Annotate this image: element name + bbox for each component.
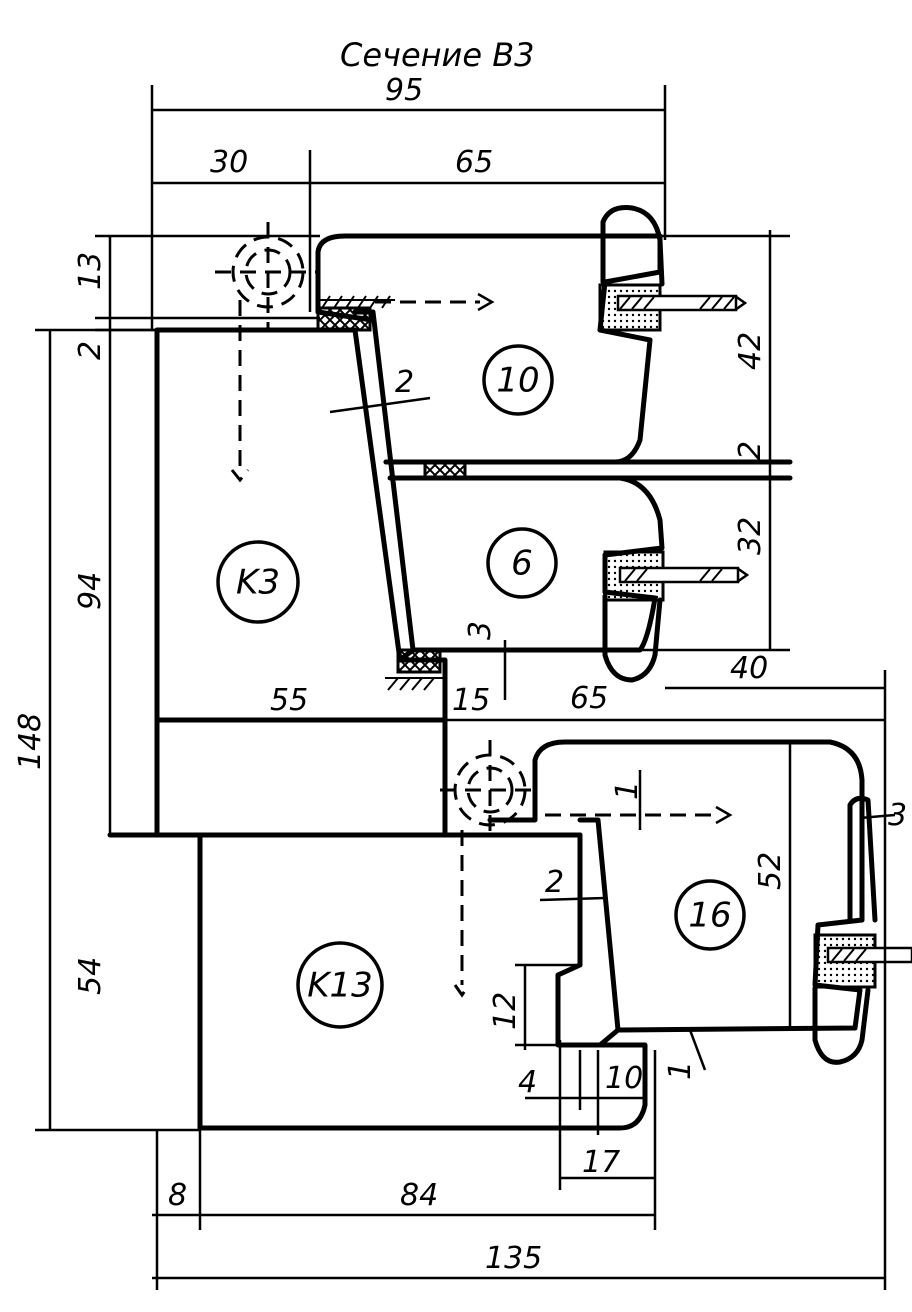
- dim-84: 84: [400, 1178, 438, 1213]
- label-10: 10: [482, 344, 554, 416]
- dim-3-right: 3: [888, 798, 907, 833]
- section-title: Сечение B3: [340, 36, 535, 74]
- label-16: 16: [674, 879, 746, 951]
- insert-mid-arrow: [736, 566, 750, 584]
- dim-54: 54: [73, 957, 108, 995]
- label-k3-text: K3: [236, 563, 280, 603]
- upper-head: [600, 205, 665, 287]
- dim-42: 42: [733, 332, 768, 370]
- dim-4: 4: [518, 1065, 537, 1100]
- lower-right-upper-head: [847, 795, 878, 923]
- dim-65-top: 65: [455, 145, 493, 180]
- dim-2-lower-wall: 2: [545, 865, 564, 900]
- label-k13: K13: [296, 941, 384, 1029]
- dim-15: 15: [452, 683, 490, 718]
- dim-94: 94: [73, 572, 108, 610]
- dim-17: 17: [582, 1145, 620, 1180]
- fastener-upper: [215, 222, 495, 483]
- dim-30: 30: [210, 145, 248, 180]
- dim-32: 32: [733, 517, 768, 555]
- dim-65-mid: 65: [570, 681, 608, 716]
- dim-135: 135: [485, 1241, 542, 1276]
- dim-13: 13: [73, 252, 108, 290]
- insert-mid-hatch: [624, 568, 723, 582]
- dim-12: 12: [488, 992, 523, 1030]
- seal-low: [396, 648, 442, 674]
- seal-mid: [423, 461, 467, 480]
- dim-2-left: 2: [73, 341, 108, 360]
- insert-lower-rod: [826, 946, 912, 964]
- fastener-lower: [440, 740, 733, 998]
- label-16-text: 16: [688, 896, 731, 936]
- dim-10: 10: [605, 1061, 643, 1096]
- part-10-outline: [315, 233, 663, 465]
- dim-3-step: 3: [463, 621, 498, 640]
- dim-40: 40: [730, 651, 768, 686]
- dim-95: 95: [385, 73, 423, 108]
- dim-1-top: 1: [610, 781, 645, 800]
- dim-2-upper-wall: 2: [395, 365, 414, 400]
- dim-8: 8: [168, 1178, 187, 1213]
- insert-upper-rod: [616, 294, 738, 312]
- label-k3: K3: [216, 540, 300, 624]
- label-k13-text: K13: [307, 966, 373, 1006]
- upper-lower-head: [602, 593, 663, 683]
- part-16-outline: [487, 739, 865, 1033]
- lower-wall: [577, 817, 621, 1048]
- label-6-text: 6: [511, 544, 533, 584]
- label-6: 6: [486, 527, 558, 599]
- seal-upper: [316, 306, 372, 332]
- dimension-lines: [35, 85, 896, 1290]
- dim-148: 148: [13, 713, 48, 770]
- k13-outline: [197, 832, 648, 1131]
- dim-55: 55: [270, 683, 308, 718]
- label-10-text: 10: [496, 361, 539, 401]
- ground-hatch-upper: [320, 295, 395, 309]
- insert-upper-hatch: [619, 296, 735, 310]
- dim-52: 52: [753, 852, 788, 890]
- k3-outline: [154, 327, 448, 838]
- ground-hatch-lower: [385, 677, 445, 691]
- insert-lower-hatch: [831, 948, 867, 962]
- dim-2-right: 2: [733, 441, 768, 460]
- lower-right-head: [812, 985, 871, 1065]
- insert-upper-arrow: [734, 294, 748, 312]
- dim-1-bottom: 1: [663, 1061, 698, 1080]
